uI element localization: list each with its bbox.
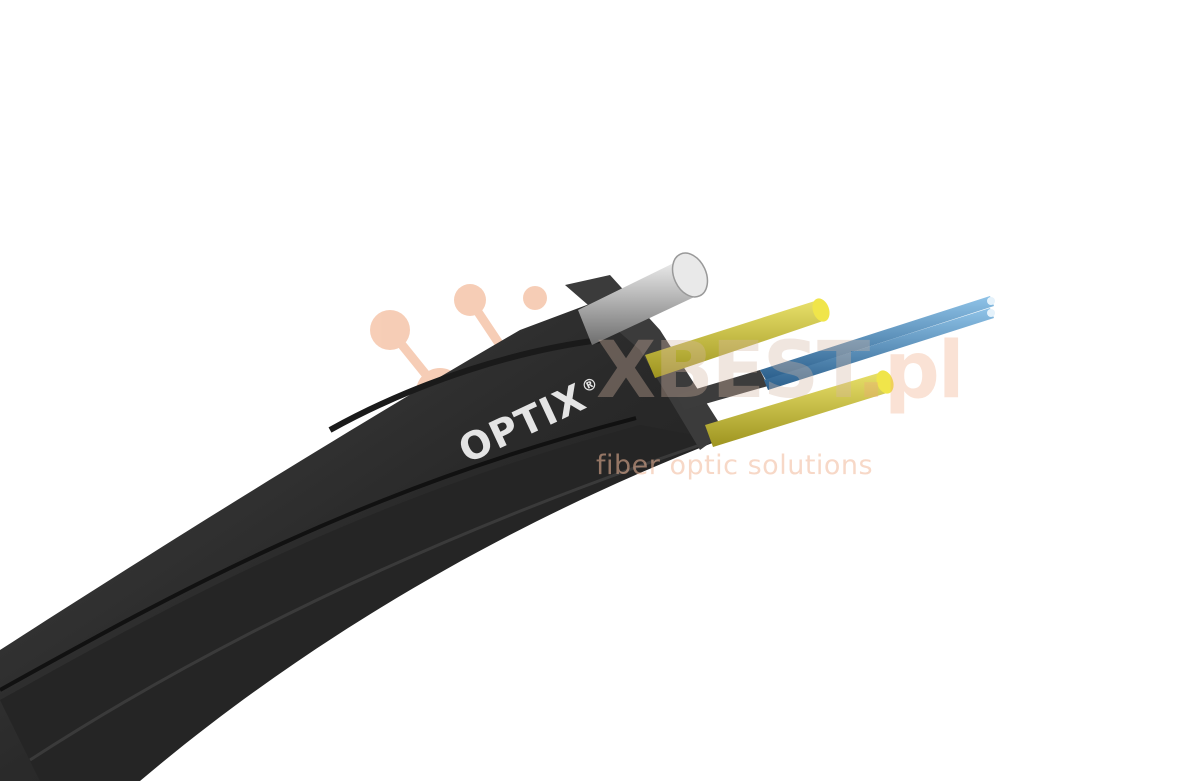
watermark-logo-suffix: .pl [856,326,964,416]
watermark-tagline: fiber optic solutions [596,450,874,481]
cable-jacket [0,275,725,781]
strength-member-bottom [705,370,894,447]
strength-member-top [645,298,830,378]
watermark-logo: XBEST.pl [596,332,965,410]
messenger-wire [578,252,709,345]
watermark-logo-prefix: XBEST [596,326,858,416]
optical-fibers [676,296,995,410]
